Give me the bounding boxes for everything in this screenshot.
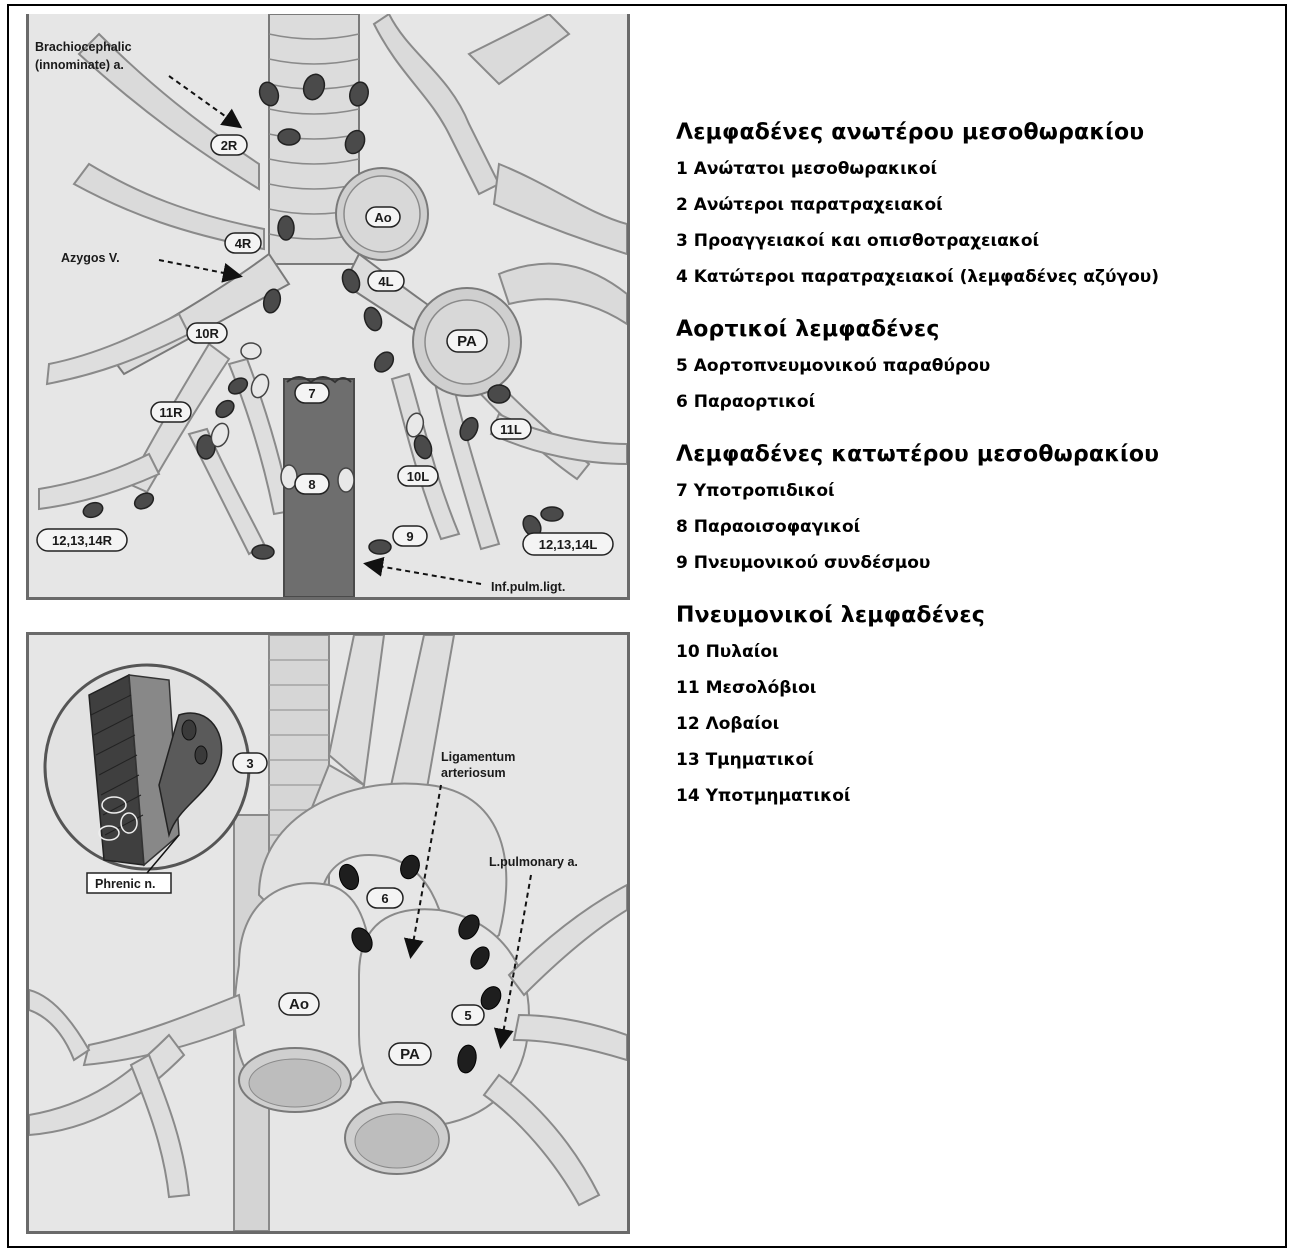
label-phrenic: Phrenic n. (95, 877, 155, 891)
tag-3: 3 (246, 756, 253, 771)
tag-Ao-bottom: Ao (289, 996, 309, 1013)
tag-8: 8 (308, 477, 315, 492)
tag-5: 5 (464, 1008, 471, 1023)
arrow-azygos (159, 260, 239, 276)
legend-item: 13 Τμηματικοί (676, 750, 1276, 770)
tag-11R: 11R (159, 405, 183, 420)
tag-7: 7 (308, 386, 315, 401)
section-title: Αορτικοί λεμφαδένες (676, 317, 1276, 342)
label-inf-pulm-ligt: Inf.pulm.ligt. (491, 580, 565, 594)
legend-item: 6 Παραορτικοί (676, 392, 1276, 412)
label-ligamentum-1: Ligamentum (441, 750, 515, 764)
tag-4L: 4L (378, 274, 393, 289)
arrow-inf-pulm-ligt (367, 564, 481, 584)
label-ligamentum-2: arteriosum (441, 766, 506, 780)
legend-item: 9 Πνευμονικού συνδέσμου (676, 553, 1276, 573)
legend-section-pulmonary: Πνευμονικοί λεμφαδένες 10 Πυλαίοι 11 Μεσ… (676, 603, 1276, 806)
tag-6: 6 (381, 891, 388, 906)
aortic-nodes-diagram: 3 6 5 Ao PA Ligamentum arteriosum L.pulm… (26, 632, 630, 1234)
mediastinal-stations-diagram: 2R 4R 4L 10R 11R 7 8 9 10L 11L 12,13,14R… (26, 14, 630, 600)
legend-item: 14 Υποτμηματικοί (676, 786, 1276, 806)
legend-section-upper: Λεμφαδένες ανωτέρου μεσοθωρακίου 1 Ανώτα… (676, 120, 1276, 287)
tag-10R: 10R (195, 326, 219, 341)
tag-11L: 11L (500, 422, 522, 437)
tag-12-13-14R: 12,13,14R (52, 533, 113, 548)
legend-section-aortic: Αορτικοί λεμφαδένες 5 Αορτοπνευμονικού π… (676, 317, 1276, 412)
legend-item: 8 Παραοισοφαγικοί (676, 517, 1276, 537)
legend-item: 2 Ανώτεροι παρατραχειακοί (676, 195, 1276, 215)
legend-item: 4 Κατώτεροι παρατραχειακοί (λεμφαδένες α… (676, 267, 1276, 287)
legend-item: 11 Μεσολόβιοι (676, 678, 1276, 698)
legend-item: 7 Υποτροπιδικοί (676, 481, 1276, 501)
tag-PA: PA (457, 333, 477, 350)
legend-item: 3 Προαγγειακοί και οπισθοτραχειακοί (676, 231, 1276, 251)
tag-12-13-14L: 12,13,14L (539, 537, 598, 552)
label-l-pulmonary: L.pulmonary a. (489, 855, 578, 869)
lymph-node-legend: Λεμφαδένες ανωτέρου μεσοθωρακίου 1 Ανώτα… (676, 120, 1276, 836)
right-bronchi (29, 990, 244, 1197)
tag-4R: 4R (235, 236, 252, 251)
tag-Ao: Ao (374, 210, 391, 225)
tag-9: 9 (406, 529, 413, 544)
tag-2R: 2R (221, 138, 238, 153)
section-title: Πνευμονικοί λεμφαδένες (676, 603, 1276, 628)
section-title: Λεμφαδένες ανωτέρου μεσοθωρακίου (676, 120, 1276, 145)
label-azygos: Azygos V. (61, 251, 120, 265)
tag-10L: 10L (407, 469, 429, 484)
legend-item: 10 Πυλαίοι (676, 642, 1276, 662)
vessels-background (374, 14, 627, 324)
legend-item: 12 Λοβαίοι (676, 714, 1276, 734)
label-brachiocephalic-2: (innominate) a. (35, 58, 124, 72)
label-brachiocephalic-1: Brachiocephalic (35, 40, 132, 54)
legend-section-lower: Λεμφαδένες κατωτέρου μεσοθωρακίου 7 Υποτ… (676, 442, 1276, 573)
section-title: Λεμφαδένες κατωτέρου μεσοθωρακίου (676, 442, 1276, 467)
legend-item: 1 Ανώτατοι μεσοθωρακικοί (676, 159, 1276, 179)
tag-PA-bottom: PA (400, 1046, 420, 1063)
legend-item: 5 Αορτοπνευμονικού παραθύρου (676, 356, 1276, 376)
